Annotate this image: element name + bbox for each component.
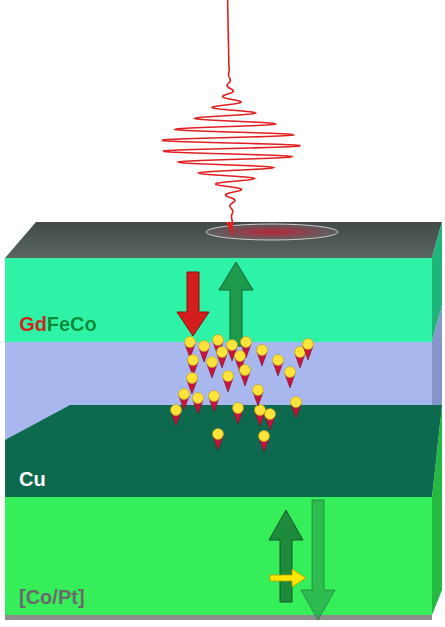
- layer-label: Cu: [19, 468, 46, 491]
- electron: [217, 347, 228, 369]
- gdfeco-band: GdFeCo: [5, 258, 205, 342]
- layer-label: GdFeCo: [19, 313, 97, 336]
- copt-layer: [5, 497, 432, 615]
- electron: [223, 371, 234, 393]
- electron: [207, 357, 218, 379]
- spin-electrons: [171, 335, 314, 453]
- electron: [255, 405, 266, 427]
- laser-spot: [206, 224, 338, 240]
- electron: [187, 373, 198, 395]
- electron: [291, 397, 302, 419]
- laser-pulse: [162, 0, 299, 236]
- side-face: [432, 405, 442, 615]
- electron: [257, 345, 268, 367]
- electron: [193, 393, 204, 415]
- electron: [209, 391, 220, 413]
- electron: [240, 365, 251, 387]
- moment-arrows: [177, 262, 335, 620]
- electron: [213, 429, 224, 451]
- copt-band: [Co/Pt]: [5, 497, 205, 615]
- electron: [303, 339, 314, 361]
- electron: [285, 367, 296, 389]
- top-face: [5, 222, 442, 258]
- electron: [265, 409, 276, 431]
- electron: [259, 431, 270, 453]
- pulse-head: [226, 222, 234, 232]
- substrate-edge: [5, 615, 432, 620]
- gdfeco-layer: [5, 258, 432, 342]
- cu-band: Cu: [5, 440, 155, 497]
- electron: [171, 405, 182, 427]
- electron: [253, 385, 264, 407]
- layer-label: [Co/Pt]: [19, 586, 85, 609]
- electron: [273, 355, 284, 377]
- electron: [233, 403, 244, 425]
- interface-plane: [5, 405, 442, 497]
- electron: [295, 347, 306, 369]
